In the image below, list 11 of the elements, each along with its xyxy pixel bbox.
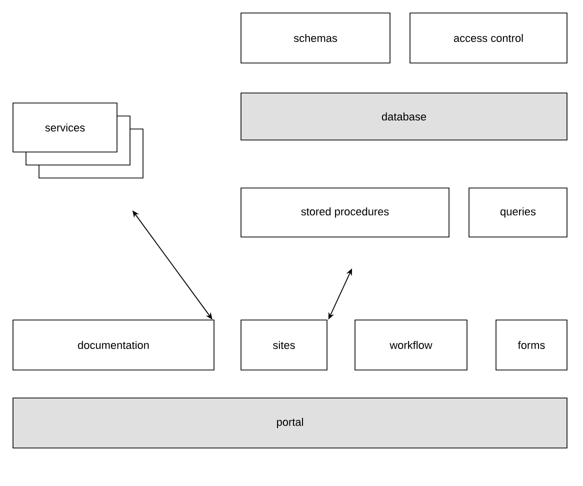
stacked-boxes: services (12, 102, 144, 178)
band-box: portal (12, 398, 568, 448)
box: stored procedures (240, 188, 450, 238)
box: workflow (354, 320, 468, 370)
box: queries (468, 188, 568, 238)
box: sites (240, 320, 328, 370)
box: schemas (240, 12, 390, 64)
box: access control (410, 12, 568, 64)
box: forms (496, 320, 568, 370)
band-box: database (240, 92, 568, 140)
box: documentation (12, 320, 214, 370)
